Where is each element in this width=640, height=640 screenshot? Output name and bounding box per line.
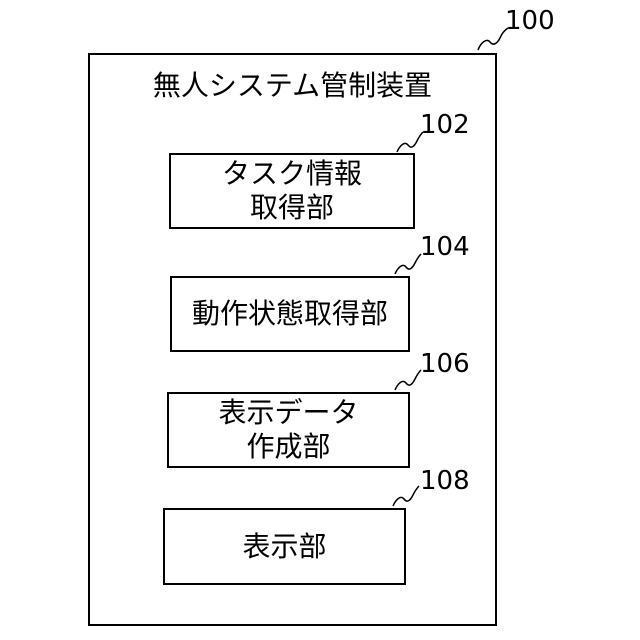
leader-line-108 [393, 486, 419, 506]
leader-line-100 [478, 28, 508, 50]
leader-line-106 [395, 370, 421, 390]
leader-line-104 [395, 254, 421, 274]
leader-line-102 [397, 132, 423, 152]
